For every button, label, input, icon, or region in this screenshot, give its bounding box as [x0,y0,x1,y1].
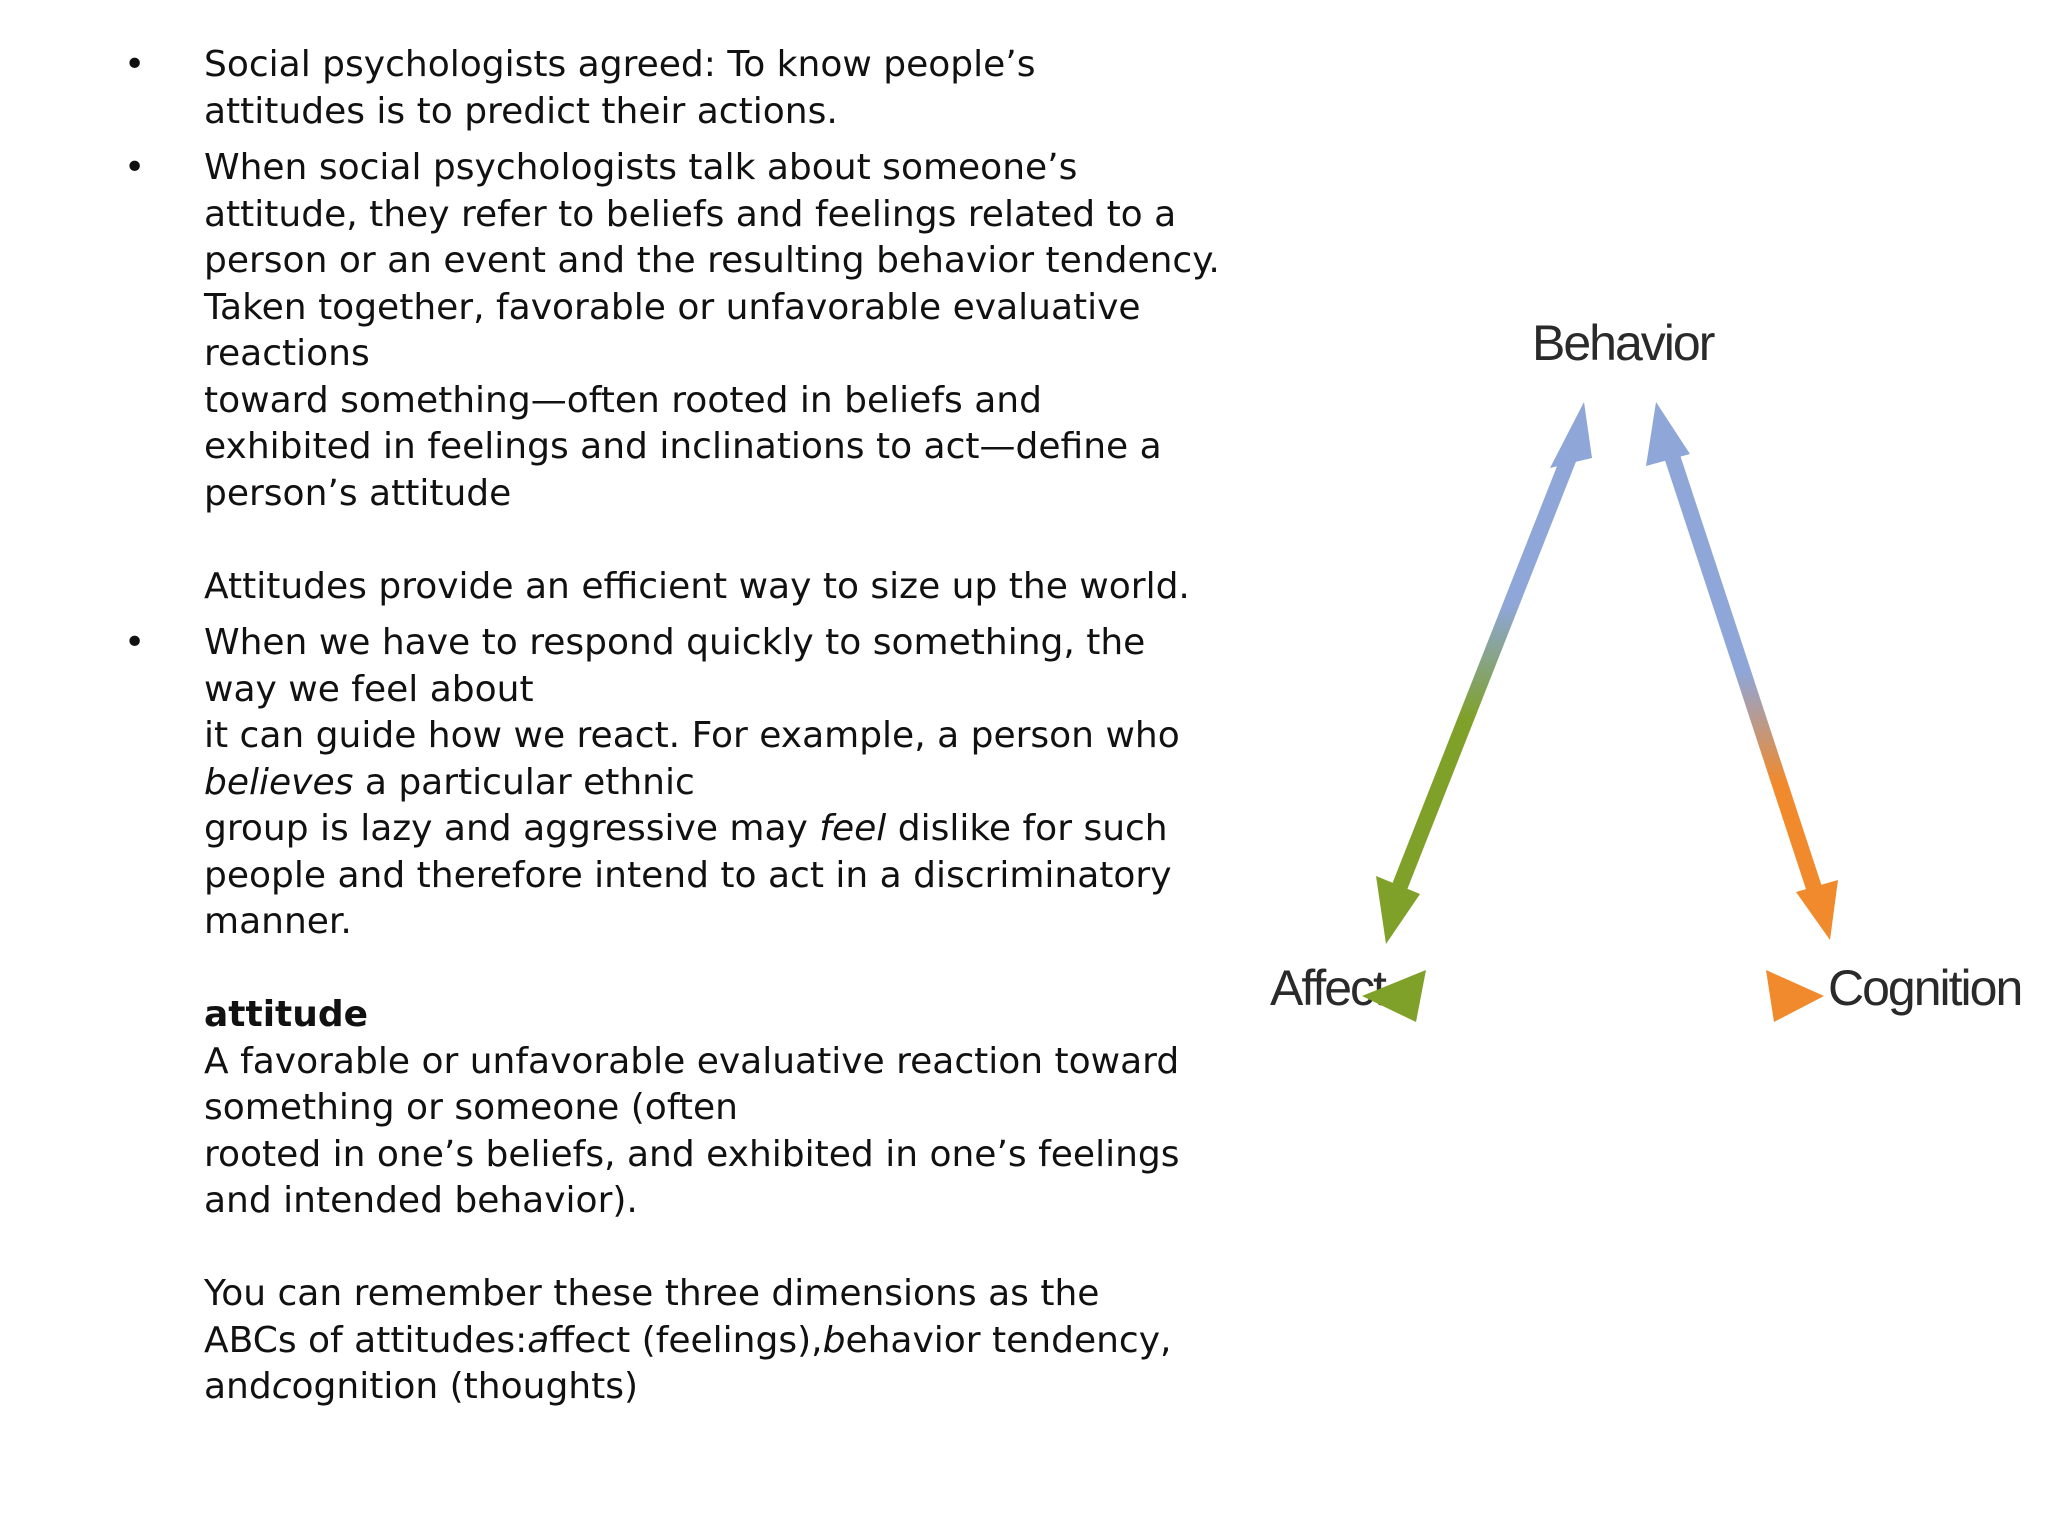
text-run: a particular ethnic [353,761,695,803]
arrow-behavior-affect [1376,402,1592,944]
text-line: toward something—often rooted in beliefs… [204,379,1042,421]
text-run: ognition (thoughts) [291,1366,639,1407]
text-line: it can guide how we react. For example, … [204,715,1180,756]
text-line: Taken together, favorable or unfavorable… [204,286,1141,328]
bullet-marker: • [124,44,146,85]
text-line: You can remember these three dimensions … [204,1273,1100,1314]
text-run: group is lazy and aggressive may [204,808,820,849]
italic-term: believes [204,761,354,803]
text-line: Attitudes provide an efficient way to si… [204,565,1190,607]
text-run: ehavior tendency, [845,1319,1172,1361]
label-behavior: Behavior [1532,315,1715,371]
label-cognition: Cognition [1828,960,2021,1016]
arrow-behavior-cognition [1646,402,1838,940]
bullet-item-2: • When social psychologists talk about s… [118,145,1220,610]
text-run: ffect (feelings), [549,1319,823,1361]
blank-line [204,946,1198,993]
arrowhead-down-icon [1796,880,1838,940]
bullet-item-3: • When we have to respond quickly to som… [118,620,1198,1411]
arrowhead-up-icon [1646,402,1690,466]
arrowhead-right-icon [1766,970,1824,1022]
arrowhead-up-icon [1550,402,1592,468]
text-line: attitudes is to predict their actions. [204,90,838,132]
label-affect: Affect [1270,960,1387,1016]
text-line: manner. [204,901,352,942]
abc-triangle-diagram: Behavior Affect Cognition [1250,290,2040,1090]
italic-letter: c [271,1366,292,1407]
text-line: and intended behavior). [204,1180,638,1221]
text-line: When social psychologists talk about som… [204,147,1078,188]
arrowhead-left-icon [1362,970,1426,1022]
text-line: people and therefore intend to act in a … [204,854,1172,896]
text-line: person or an event and the resulting beh… [204,240,1220,281]
text-run: dislike for such [886,808,1168,849]
text-line: rooted in one’s beliefs, and exhibited i… [204,1133,1180,1175]
definition-term: attitude [204,994,369,1035]
text-line: person’s attitude [204,472,512,514]
text-line: When we have to respond quickly to somet… [204,622,1146,663]
text-line: A favorable or unfavorable evaluative re… [204,1040,1180,1082]
bullet-marker: • [124,147,146,188]
text-line: exhibited in feelings and inclinations t… [204,426,1162,467]
italic-term: feel [819,808,887,849]
blank-line [204,1225,1198,1272]
blank-line [204,517,1198,564]
arrow-affect-cognition [1362,970,1824,1022]
text-line: something or someone (often [204,1087,738,1128]
arrow-shaft [1388,447,1580,899]
text-line: way we feel about [204,668,534,710]
italic-letter: a [527,1319,550,1361]
text-line: andcognition (thoughts) [204,1364,1198,1411]
text-line: attitude, they refer to beliefs and feel… [204,193,1177,235]
text-run: and [204,1366,272,1407]
triangle-svg: Behavior Affect Cognition [1270,315,2023,1022]
text-line: Social psychologists agreed: To know peo… [204,44,1036,85]
bullet-marker: • [124,622,146,663]
arrow-shaft [1662,447,1824,897]
italic-letter: b [822,1319,846,1361]
text-line: reactions [204,333,370,374]
text-line: group is lazy and aggressive may feel di… [204,806,1198,853]
text-line: believes a particular ethnic [204,760,1198,807]
bullet-item-1: • Social psychologists agreed: To know p… [118,42,1198,135]
text-run: ABCs of attitudes: [204,1319,528,1361]
arrowhead-down-icon [1376,876,1420,944]
text-line: ABCs of attitudes:affect (feelings),beha… [204,1318,1198,1365]
slide-text: • Social psychologists agreed: To know p… [118,42,1220,1421]
